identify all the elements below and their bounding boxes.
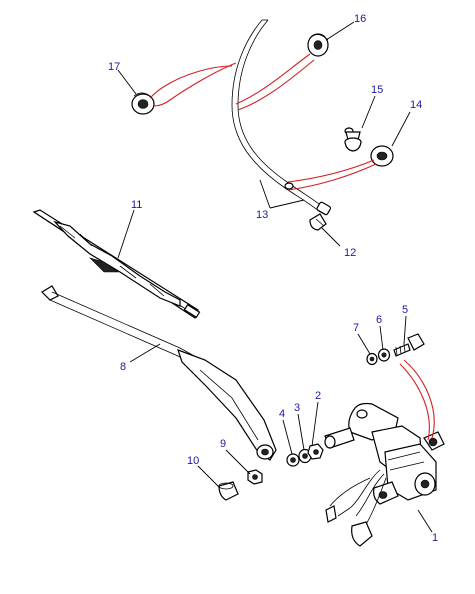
callout-2: 2	[315, 390, 321, 402]
callout-15: 15	[371, 84, 383, 96]
callout-3: 3	[294, 402, 300, 414]
callout-16: 16	[354, 13, 366, 25]
nut-9	[247, 469, 263, 485]
callout-7: 7	[353, 322, 359, 334]
washer-4	[286, 453, 300, 467]
red-connectors	[149, 53, 435, 441]
wiper-arm	[41, 285, 277, 461]
leader-lines	[117, 21, 433, 533]
callout-17: 17	[108, 61, 120, 73]
plug-15	[344, 127, 362, 152]
nut-2	[307, 443, 324, 460]
callout-10: 10	[187, 455, 199, 467]
callout-1: 1	[432, 532, 438, 544]
callout-9: 9	[220, 438, 226, 450]
wiper-motor	[324, 402, 445, 547]
wiper-blade	[32, 209, 201, 319]
bolt-5	[393, 333, 425, 357]
washer-hose	[231, 19, 325, 213]
callout-4: 4	[279, 408, 285, 420]
grommet-14	[370, 145, 394, 167]
callout-14: 14	[410, 99, 422, 111]
callout-8: 8	[120, 361, 126, 373]
callouts: 1 2 3 4 5 6 7 8 9 10 11 12 13 14 15 16 1…	[108, 13, 438, 544]
washer-6	[377, 348, 391, 362]
grommet-17	[131, 92, 155, 115]
washer-nozzle	[309, 201, 332, 231]
grommet-16	[307, 33, 329, 57]
callout-13: 13	[256, 209, 268, 221]
washer-7	[366, 352, 378, 366]
callout-5: 5	[402, 304, 408, 316]
cap-10	[218, 481, 239, 501]
callout-11: 11	[131, 199, 142, 211]
callout-12: 12	[344, 247, 356, 259]
callout-6: 6	[376, 314, 382, 326]
